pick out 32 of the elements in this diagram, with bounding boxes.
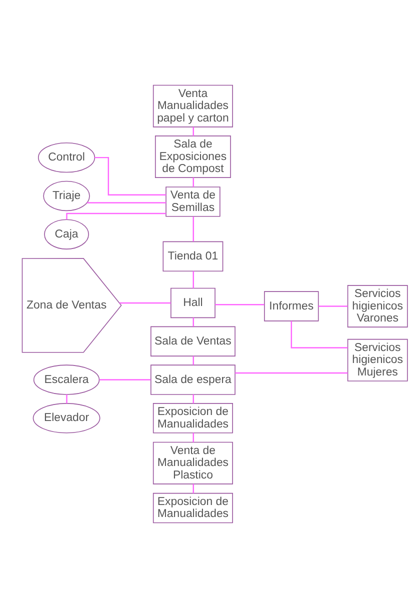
connector xyxy=(215,304,264,305)
connector xyxy=(192,432,194,442)
connector xyxy=(192,216,194,241)
node-box: Venta de Manualidades Plastico xyxy=(152,441,233,484)
node-box: Exposicion de Manualidades xyxy=(152,492,233,523)
node-ellipse: Escalera xyxy=(33,364,100,394)
node-box: Venta de Semillas xyxy=(166,186,220,216)
node-box: Informes xyxy=(264,290,319,321)
connector xyxy=(192,177,194,186)
connector xyxy=(87,202,166,203)
node-box: Sala de espera xyxy=(150,364,236,394)
connector xyxy=(66,394,68,403)
node-box: Sala de Exposiciones de Compost xyxy=(154,135,231,178)
node-box: Exposicion de Manualidades xyxy=(152,402,233,433)
connector xyxy=(192,270,194,288)
connector xyxy=(66,212,166,219)
connector xyxy=(119,302,171,304)
node-ellipse: Elevador xyxy=(32,402,100,433)
connector xyxy=(235,372,348,374)
node-ellipse: Caja xyxy=(44,218,89,249)
connector xyxy=(192,483,194,493)
node-box: Sala de Ventas xyxy=(150,326,236,356)
node-ellipse: Triaje xyxy=(43,180,90,211)
node-box: Servicios higienicos Varones xyxy=(347,284,408,327)
connector xyxy=(99,378,151,380)
node-box: Venta Manualidades papel y carton xyxy=(152,84,233,127)
node-ellipse: Control xyxy=(38,142,96,172)
node-box: Tienda 01 xyxy=(162,240,224,272)
connector xyxy=(318,305,348,306)
connector xyxy=(290,320,348,348)
node-box: Servicios higienicos Mujeres xyxy=(347,338,408,381)
node-box: Hall xyxy=(170,287,216,318)
